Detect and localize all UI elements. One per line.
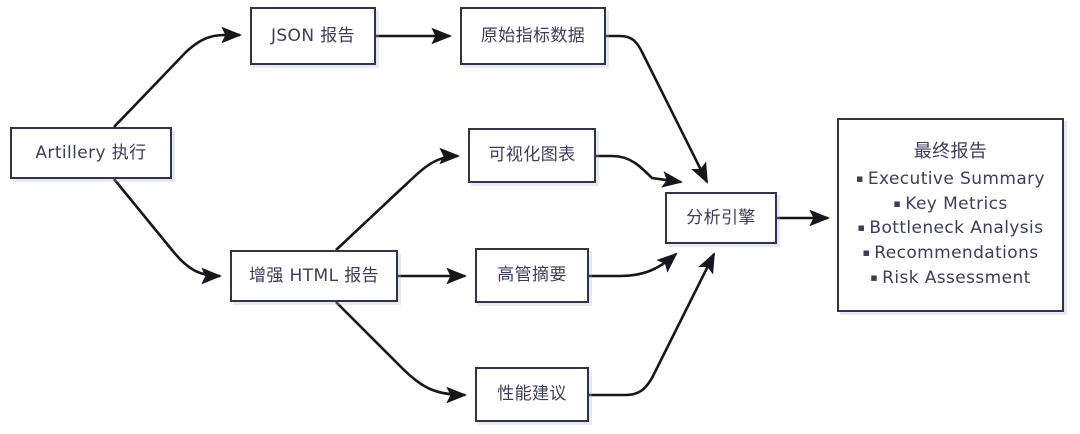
final-report-list: ▪Executive Summary▪Key Metrics▪Bottlenec… xyxy=(847,167,1054,290)
node-visualization-charts-label: 可视化图表 xyxy=(488,145,576,166)
node-raw-metrics[interactable]: 原始指标数据 xyxy=(460,7,606,65)
node-executive-summary[interactable]: 高管摘要 xyxy=(475,248,589,303)
final-report-item: ▪Bottleneck Analysis xyxy=(847,216,1054,241)
edge-perf-to-engine xyxy=(589,252,716,397)
final-report-item-label: Bottleneck Analysis xyxy=(869,218,1044,239)
final-report-item-label: Key Metrics xyxy=(905,193,1008,214)
node-analysis-engine[interactable]: 分析引擎 xyxy=(665,192,777,244)
bullet-icon: ▪ xyxy=(862,246,871,260)
final-report-item-label: Risk Assessment xyxy=(882,267,1031,288)
node-json-report[interactable]: JSON 报告 xyxy=(250,7,376,65)
edge-raw-to-engine xyxy=(606,34,709,184)
bullet-icon: ▪ xyxy=(857,221,866,235)
node-artillery-label: Artillery 执行 xyxy=(35,142,147,163)
edge-exec-to-engine xyxy=(589,252,678,278)
edge-html-to-charts xyxy=(335,147,461,251)
bullet-icon: ▪ xyxy=(893,196,902,210)
node-enhanced-html-report-label: 增强 HTML 报告 xyxy=(248,265,380,286)
node-performance-recommendations-label: 性能建议 xyxy=(497,384,567,405)
node-raw-metrics-label: 原始指标数据 xyxy=(480,25,586,46)
final-report-item: ▪Executive Summary xyxy=(847,167,1054,192)
edge-artillery-to-html xyxy=(112,178,223,285)
final-report-title: 最终报告 xyxy=(913,140,988,162)
final-report-item: ▪Key Metrics xyxy=(847,192,1054,217)
edge-artillery-to-json xyxy=(113,26,243,128)
final-report-item: ▪Recommendations xyxy=(847,241,1054,266)
node-enhanced-html-report[interactable]: 增强 HTML 报告 xyxy=(230,250,398,302)
final-report-item: ▪Risk Assessment xyxy=(847,266,1054,291)
edge-html-to-perf xyxy=(335,301,468,404)
node-artillery[interactable]: Artillery 执行 xyxy=(10,127,172,179)
node-visualization-charts[interactable]: 可视化图表 xyxy=(468,128,596,183)
node-analysis-engine-label: 分析引擎 xyxy=(686,207,756,228)
edge-charts-to-engine xyxy=(596,154,684,188)
final-report-item-label: Executive Summary xyxy=(867,169,1045,190)
node-final-report[interactable]: 最终报告 ▪Executive Summary▪Key Metrics▪Bott… xyxy=(837,118,1064,312)
final-report-item-label: Recommendations xyxy=(874,243,1039,264)
bullet-icon: ▪ xyxy=(870,270,879,284)
node-executive-summary-label: 高管摘要 xyxy=(497,265,567,286)
node-json-report-label: JSON 报告 xyxy=(270,25,356,46)
node-performance-recommendations[interactable]: 性能建议 xyxy=(475,367,589,422)
bullet-icon: ▪ xyxy=(856,172,864,186)
